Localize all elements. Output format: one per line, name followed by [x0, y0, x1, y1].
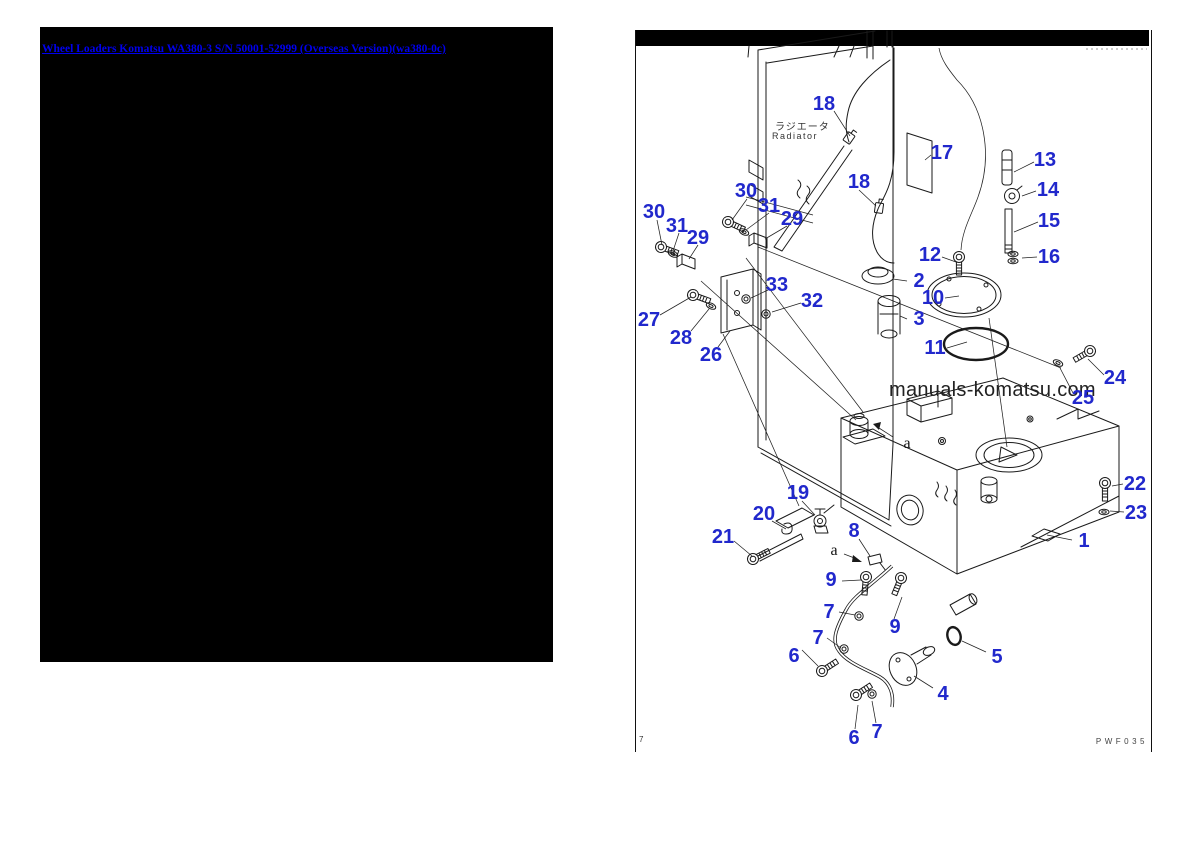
callout-number[interactable]: 7 [871, 721, 883, 743]
model-link[interactable]: Wheel Loaders Komatsu WA380-3 S/N 50001-… [42, 43, 446, 55]
page-footer-left: 7 [639, 735, 644, 744]
callout-number[interactable]: 4 [937, 683, 949, 705]
frame-lines [700, 196, 1062, 507]
callout-number[interactable]: 32 [800, 290, 824, 312]
leader-lines [656, 110, 1125, 730]
callout-number[interactable]: 31 [665, 215, 689, 237]
callout-number[interactable]: 21 [711, 526, 735, 548]
callout-number[interactable]: 13 [1033, 149, 1057, 171]
callout-number[interactable]: 26 [699, 344, 723, 366]
callout-number[interactable]: 33 [765, 274, 789, 296]
callout-number[interactable]: 17 [930, 142, 954, 164]
callout-number[interactable]: 16 [1037, 246, 1061, 268]
callout-number[interactable]: 18 [847, 171, 871, 193]
callout-number[interactable]: 18 [812, 93, 836, 115]
callout-number[interactable]: 30 [734, 180, 758, 202]
callout-number[interactable]: 22 [1123, 473, 1147, 495]
parts-diagram-panel: manuals-komatsu.com ラジエータ Radiator 7 PWF… [635, 30, 1152, 752]
callout-number[interactable]: 2 [913, 270, 925, 292]
callout-number[interactable]: 27 [637, 309, 661, 331]
radiator-label-japanese: ラジエータ [775, 122, 830, 133]
callout-number[interactable]: 25 [1071, 387, 1095, 409]
callout-number[interactable]: 31 [757, 195, 781, 217]
footer-plate-code: PWF035 [1095, 737, 1148, 746]
callout-number[interactable]: 6 [788, 645, 800, 667]
callout-number[interactable]: 29 [686, 227, 710, 249]
callout-number[interactable]: 5 [991, 646, 1003, 668]
left-black-panel: Wheel Loaders Komatsu WA380-3 S/N 50001-… [40, 27, 553, 662]
hardware-drawing [653, 127, 1111, 708]
callout-number[interactable]: 7 [812, 627, 824, 649]
watermark-text: manuals-komatsu.com [889, 379, 1096, 401]
callout-number[interactable]: 10 [921, 287, 945, 309]
callout-number[interactable]: 9 [825, 569, 837, 591]
callout-number[interactable]: 19 [786, 482, 810, 504]
callout-number[interactable]: 28 [669, 327, 693, 349]
callout-number[interactable]: 23 [1124, 502, 1148, 524]
callout-number[interactable]: 14 [1036, 179, 1060, 201]
letter-marker: a [903, 435, 911, 452]
callout-number[interactable]: 3 [913, 308, 925, 330]
callout-number[interactable]: 29 [780, 208, 804, 230]
callout-number[interactable]: 12 [918, 244, 942, 266]
callout-number[interactable]: 15 [1037, 210, 1061, 232]
callout-number[interactable]: 1 [1078, 530, 1090, 552]
callout-number[interactable]: 24 [1103, 367, 1127, 389]
letter-marker: a [830, 542, 838, 559]
radiator-label-english: Radiator [772, 131, 819, 141]
tank-drawing [840, 377, 1120, 575]
radiator-drawing [747, 30, 986, 527]
diagram-line-art [653, 30, 1147, 730]
callout-number[interactable]: 7 [823, 601, 835, 623]
callout-number[interactable]: 30 [642, 201, 666, 223]
callout-number[interactable]: 8 [848, 520, 860, 542]
callout-number[interactable]: 11 [924, 337, 946, 359]
callout-number[interactable]: 20 [752, 503, 776, 525]
callout-number[interactable]: 6 [848, 727, 860, 749]
callout-number[interactable]: 9 [889, 616, 901, 638]
